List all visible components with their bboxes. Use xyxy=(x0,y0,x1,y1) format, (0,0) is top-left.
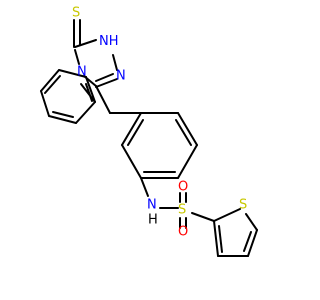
molecule-structure: S NH N N N H S O O S xyxy=(40,6,258,257)
bond-ph-inner-b xyxy=(44,75,61,94)
bond-n4-c5 xyxy=(74,49,80,65)
bond-th-1 xyxy=(213,208,241,222)
atom-nh-triazole-label: NH xyxy=(99,34,119,49)
bond-th-inner-b xyxy=(218,225,223,253)
bond-ph-2 xyxy=(48,115,77,124)
atom-n4: N xyxy=(77,65,87,80)
bond-ph-5 xyxy=(58,69,87,78)
atom-s-sulfonyl: S xyxy=(178,203,186,218)
bond-ph-inner-a xyxy=(52,111,74,118)
bond-n4-phenyl xyxy=(80,83,96,103)
atom-h-amide: H xyxy=(148,213,158,228)
atom-n-right: N xyxy=(116,69,126,84)
bond-th-2 xyxy=(245,213,258,231)
bond-bz-5 xyxy=(121,144,142,179)
bond-bz-inner-a xyxy=(175,119,192,146)
bond-c5-nh xyxy=(74,39,97,48)
bond-ph-6 xyxy=(85,76,96,103)
bond-th-5 xyxy=(213,220,219,257)
bond-ph-1 xyxy=(75,101,96,124)
bond-bz-inner-c xyxy=(127,119,144,146)
bond-aryl-n xyxy=(140,177,149,197)
bond-ph-3 xyxy=(40,90,50,117)
bond-s-thiophene xyxy=(191,212,215,222)
bond-ph-inner-c xyxy=(85,83,93,102)
atom-s-thiophene: S xyxy=(239,198,247,213)
atom-s-thione: S xyxy=(72,6,80,21)
bond-n-c3-a xyxy=(95,78,118,88)
bond-th-inner-a xyxy=(243,231,252,252)
bond-c3-aryl xyxy=(95,85,111,114)
atom-o-bottom: O xyxy=(178,225,188,240)
atom-n-amide: N xyxy=(147,198,157,213)
bond-nh-n xyxy=(112,54,118,71)
bond-n-c3-b xyxy=(95,73,114,82)
atom-o-top: O xyxy=(178,180,188,195)
bond-ph-4 xyxy=(40,69,60,92)
bond-bz-3 xyxy=(177,144,198,179)
bond-th-3 xyxy=(247,229,258,257)
bond-bz-6 xyxy=(121,112,142,146)
bond-bz-2 xyxy=(177,112,198,146)
atom-nh-triazole: NH xyxy=(99,34,119,49)
